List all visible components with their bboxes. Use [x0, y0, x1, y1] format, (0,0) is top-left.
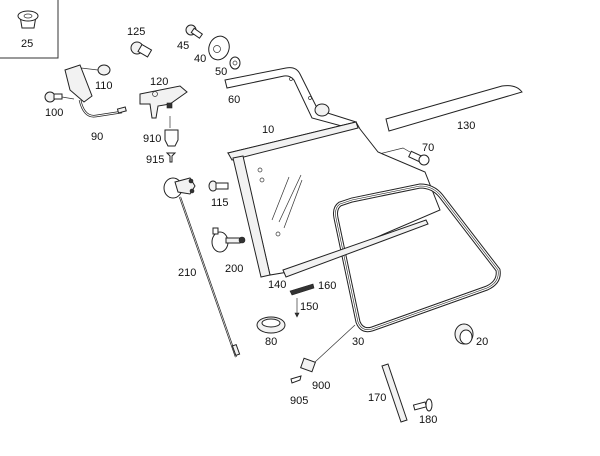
frame-trim-part-60[interactable]	[224, 67, 358, 129]
label-160: 160	[318, 280, 336, 292]
window-seal-part-30[interactable]	[333, 183, 501, 333]
inset-box: 25	[0, 0, 59, 59]
nut-part-110[interactable]	[80, 64, 111, 76]
label-115: 115	[211, 197, 229, 209]
label-70: 70	[422, 142, 434, 154]
label-180: 180	[419, 414, 437, 426]
label-150: 150	[300, 301, 318, 313]
label-40: 40	[194, 53, 206, 65]
label-30: 30	[352, 336, 364, 348]
trim-strip-part-130[interactable]	[385, 85, 523, 132]
actuator-rod-part-210[interactable]	[163, 177, 241, 358]
label-140: 140	[268, 279, 286, 291]
label-130: 130	[457, 120, 475, 132]
screw-part-70[interactable]	[362, 147, 430, 166]
bolt-part-115[interactable]	[208, 180, 229, 192]
label-120: 120	[150, 76, 168, 88]
mount-plate-part-40[interactable]	[205, 33, 232, 62]
cap-part-910[interactable]	[164, 116, 179, 147]
label-915: 915	[146, 154, 164, 166]
label-125: 125	[127, 26, 145, 38]
label-80: 80	[265, 336, 277, 348]
grommet-part-80[interactable]	[256, 316, 286, 334]
label-210: 210	[178, 267, 196, 279]
bolt-part-125[interactable]	[130, 41, 153, 58]
lower-strip-part-140[interactable]	[282, 219, 429, 278]
label-170: 170	[368, 392, 386, 404]
label-45: 45	[177, 40, 189, 52]
label-20: 20	[476, 336, 488, 348]
washer-part-50[interactable]	[229, 56, 241, 70]
screw-part-915[interactable]	[165, 152, 177, 163]
clip-part-900[interactable]	[300, 324, 356, 373]
label-100: 100	[45, 107, 63, 119]
screw-part-180[interactable]	[412, 398, 433, 412]
nut-clip-part-25[interactable]	[17, 10, 39, 29]
bracket-part-200[interactable]	[211, 227, 246, 253]
label-60: 60	[228, 94, 240, 106]
label-25: 25	[21, 38, 33, 50]
vertical-strip-part-170[interactable]	[381, 363, 408, 423]
label-90: 90	[91, 131, 103, 143]
hinge-part-120[interactable]	[139, 85, 188, 119]
pin-part-905[interactable]	[290, 375, 302, 384]
label-910: 910	[143, 133, 161, 145]
label-905: 905	[290, 395, 308, 407]
label-10: 10	[262, 124, 274, 136]
screw-part-45[interactable]	[185, 24, 204, 39]
plug-part-20[interactable]	[454, 323, 474, 345]
label-200: 200	[225, 263, 243, 275]
label-110: 110	[95, 80, 113, 92]
clip-strip-part-160[interactable]	[289, 283, 315, 296]
bolt-part-100[interactable]	[44, 91, 75, 103]
pin-part-150[interactable]	[294, 298, 300, 318]
label-50: 50	[215, 66, 227, 78]
label-900: 900	[312, 380, 330, 392]
cable-part-90[interactable]	[64, 64, 127, 118]
